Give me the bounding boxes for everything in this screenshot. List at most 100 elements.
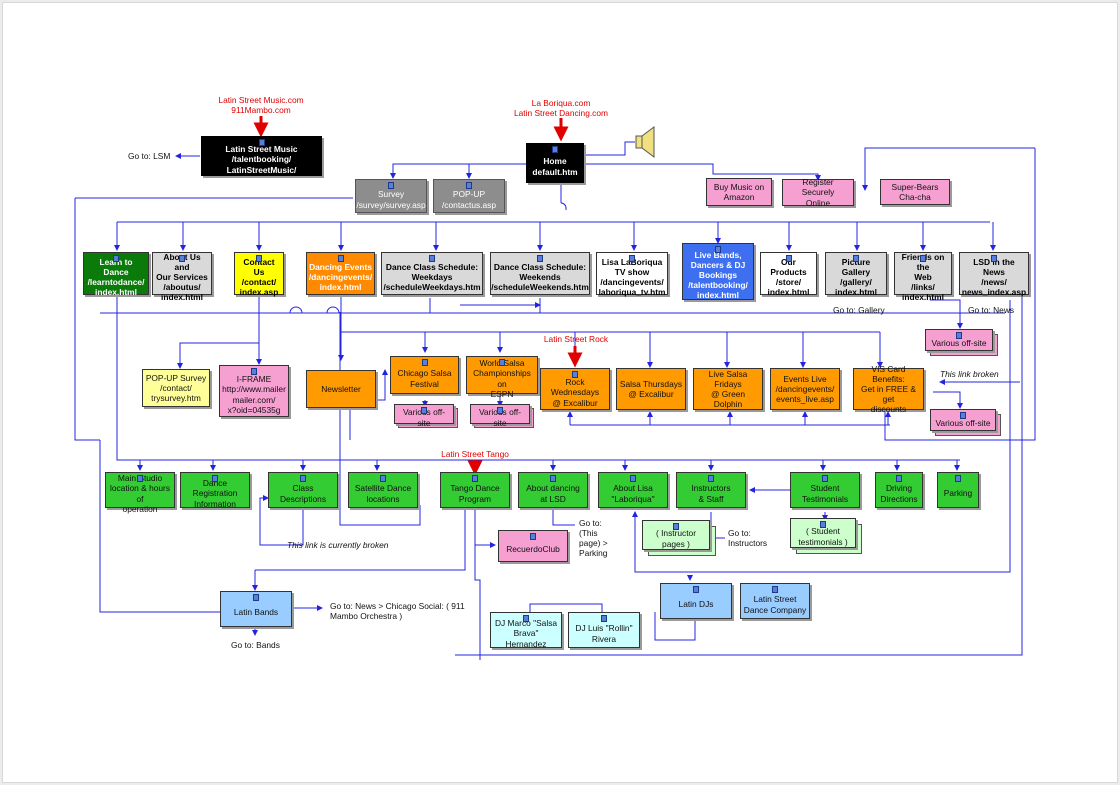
lsm-label: Latin Street Music /talentbooking/ Latin…: [225, 144, 298, 175]
about-lisa-node[interactable]: About Lisa "Laboriqua": [598, 472, 668, 508]
directions-label: Driving Directions: [880, 483, 918, 504]
goto-bands-note[interactable]: Go to: Bands: [231, 640, 280, 650]
various-news-node[interactable]: Various off-site: [925, 329, 993, 351]
gallery-node[interactable]: Picture Gallery /gallery/ index.html: [825, 252, 887, 297]
page-icon: [955, 475, 961, 482]
products-node[interactable]: Our Products /store/ index.html: [760, 252, 817, 297]
vis-label: VIS Card Benefits: Get in FREE & get dis…: [861, 363, 916, 415]
register-node[interactable]: Register Securely Online: [782, 177, 854, 208]
learn-label: Learn to Dance /learntodance/ index.html: [87, 256, 145, 298]
goto-chicago-social-note[interactable]: Go to: News > Chicago Social: ( 911 Mamb…: [330, 601, 465, 622]
goto-news-note[interactable]: Go to: News: [968, 305, 1015, 315]
page-icon: [212, 475, 218, 482]
events-live-label: Events Live /dancingevents/ events_live.…: [775, 373, 835, 405]
news-node[interactable]: LSD in the News /news/ news_index.asp: [959, 252, 1029, 297]
page-icon: [499, 359, 505, 366]
page-icon: [300, 475, 306, 482]
popup-node[interactable]: POP-UP /contactus.asp: [433, 179, 505, 213]
dj-marco-node[interactable]: DJ Marco "Salsa Brava" Hernandez: [490, 612, 562, 649]
page-icon: [991, 255, 997, 262]
rock-label-note: Latin Street Rock: [543, 334, 609, 344]
latin-djs-node[interactable]: Latin DJs: [660, 583, 732, 619]
various-world-node[interactable]: Various off-site: [470, 404, 530, 428]
live-fridays-node[interactable]: Live Salsa Fridays @ Green Dolphin: [693, 368, 763, 410]
popup-survey-label: POP-UP Survey /contact/ trysurvey.htm: [145, 372, 207, 404]
rock-label: Rock Wednesdays @ Excalibur: [550, 377, 600, 408]
latin-bands-node[interactable]: Latin Bands: [220, 591, 292, 627]
home-domains-note: La Boriqua.com Latin Street Dancing.com: [513, 98, 609, 119]
live-bands-node[interactable]: Live Bands, Dancers & DJ Bookings /talen…: [682, 243, 754, 300]
about-lisa-label: About Lisa "Laboriqua": [611, 483, 655, 504]
main-studio-label: Main Studio location & hours of operatio…: [109, 473, 171, 514]
page-icon: [530, 533, 536, 540]
tango-node[interactable]: Tango Dance Program: [440, 472, 510, 508]
popup-survey-node[interactable]: POP-UP Survey /contact/ trysurvey.htm: [142, 369, 210, 407]
about-node[interactable]: About Us and Our Services /aboutus/ inde…: [152, 252, 212, 302]
weekends-node[interactable]: Dance Class Schedule: Weekends /schedule…: [490, 252, 590, 295]
company-label: Latin Street Dance Company: [743, 594, 807, 615]
page-icon: [251, 368, 257, 375]
testimonials-node[interactable]: Student Testimonials: [790, 472, 860, 508]
about-dancing-node[interactable]: About dancing at LSD: [518, 472, 588, 508]
lsm-node[interactable]: Latin Street Music /talentbooking/ Latin…: [201, 136, 322, 176]
directions-node[interactable]: Driving Directions: [875, 472, 923, 508]
super-bears-node[interactable]: Super-Bears Cha-cha: [880, 179, 950, 205]
dancing-events-node[interactable]: Dancing Events /dancingevents/ index.htm…: [306, 252, 375, 295]
various-vis-node[interactable]: Various off-site: [930, 409, 996, 431]
company-node[interactable]: Latin Street Dance Company: [740, 583, 810, 619]
friends-label: Friends on the Web /links/ index.html: [901, 251, 945, 303]
chicago-node[interactable]: Chicago Salsa Festival: [390, 356, 459, 394]
parking-node[interactable]: Parking: [937, 472, 979, 508]
super-bears-label: Super-Bears Cha-cha: [891, 181, 939, 202]
survey-node[interactable]: Survey /survey/survey.asp: [355, 179, 427, 213]
iframe-node[interactable]: I-FRAME http://www.mailer mailer.com/ x?…: [219, 365, 289, 417]
recuerdo-label: RecuerdoClub: [506, 544, 560, 555]
speaker-icon[interactable]: [635, 126, 655, 158]
home-node[interactable]: Home default.htm: [526, 143, 584, 183]
various-chicago-node[interactable]: Various off-site: [394, 404, 454, 428]
vis-node[interactable]: VIS Card Benefits: Get in FREE & get dis…: [853, 364, 924, 414]
page-icon: [380, 475, 386, 482]
page-icon: [537, 255, 543, 262]
various-vis-label: Various off-site: [935, 418, 991, 429]
weekdays-node[interactable]: Dance Class Schedule: Weekdays /schedule…: [381, 252, 483, 295]
friends-node[interactable]: Friends on the Web /links/ index.html: [894, 252, 952, 302]
student-testimonials-node[interactable]: ( Student testimonials ): [790, 518, 856, 548]
page-icon: [256, 255, 262, 262]
buy-music-node[interactable]: Buy Music on Amazon: [706, 178, 772, 206]
contact-node[interactable]: Contact Us /contact/ index.asp: [234, 252, 284, 298]
goto-gallery-note[interactable]: Go to: Gallery: [833, 305, 885, 315]
rock-node[interactable]: Rock Wednesdays @ Excalibur: [540, 368, 610, 410]
page-icon: [693, 586, 699, 593]
contact-label: Contact Us /contact/ index.asp: [239, 257, 279, 298]
broken-vis-note: This link broken: [940, 369, 999, 379]
page-icon: [337, 255, 344, 262]
various-news-label: Various off-site: [931, 338, 987, 349]
instructors-node[interactable]: Instructors & Staff: [676, 472, 746, 508]
page-icon: [429, 255, 435, 262]
page-icon: [472, 475, 478, 482]
tv-show-node[interactable]: Lisa LaBoriqua TV show /dancingevents/ l…: [596, 252, 668, 297]
testimonials-label: Student Testimonials: [801, 483, 849, 504]
goto-lsm-note[interactable]: Go to: LSM: [128, 151, 171, 161]
events-live-node[interactable]: Events Live /dancingevents/ events_live.…: [770, 368, 840, 410]
class-descriptions-node[interactable]: Class Descriptions: [268, 472, 338, 508]
goto-instructors-note[interactable]: Go to: Instructors: [728, 528, 768, 549]
dj-luis-node[interactable]: DJ Luis "Rollin" Rivera: [568, 612, 640, 648]
dj-marco-label: DJ Marco "Salsa Brava" Hernandez: [494, 618, 558, 649]
recuerdo-node[interactable]: RecuerdoClub: [498, 530, 568, 562]
goto-parking-note[interactable]: Go to: (This page) > Parking: [579, 518, 608, 559]
page-icon: [552, 146, 558, 153]
main-studio-node[interactable]: Main Studio location & hours of operatio…: [105, 472, 175, 514]
learn-node[interactable]: Learn to Dance /learntodance/ index.html: [83, 252, 149, 298]
instructor-pages-node[interactable]: ( Instructor pages ): [642, 520, 710, 550]
salsa-thursdays-node[interactable]: Salsa Thursdays @ Excalibur: [616, 368, 686, 410]
world-node[interactable]: World Salsa Championships on ESPN: [466, 356, 538, 399]
newsletter-node[interactable]: Newsletter: [306, 370, 376, 408]
page-icon: [179, 255, 185, 262]
satellite-node[interactable]: Satellite Dance locations: [348, 472, 418, 508]
registration-node[interactable]: Dance Registration Information: [180, 472, 250, 509]
instructors-label: Instructors & Staff: [691, 483, 731, 504]
